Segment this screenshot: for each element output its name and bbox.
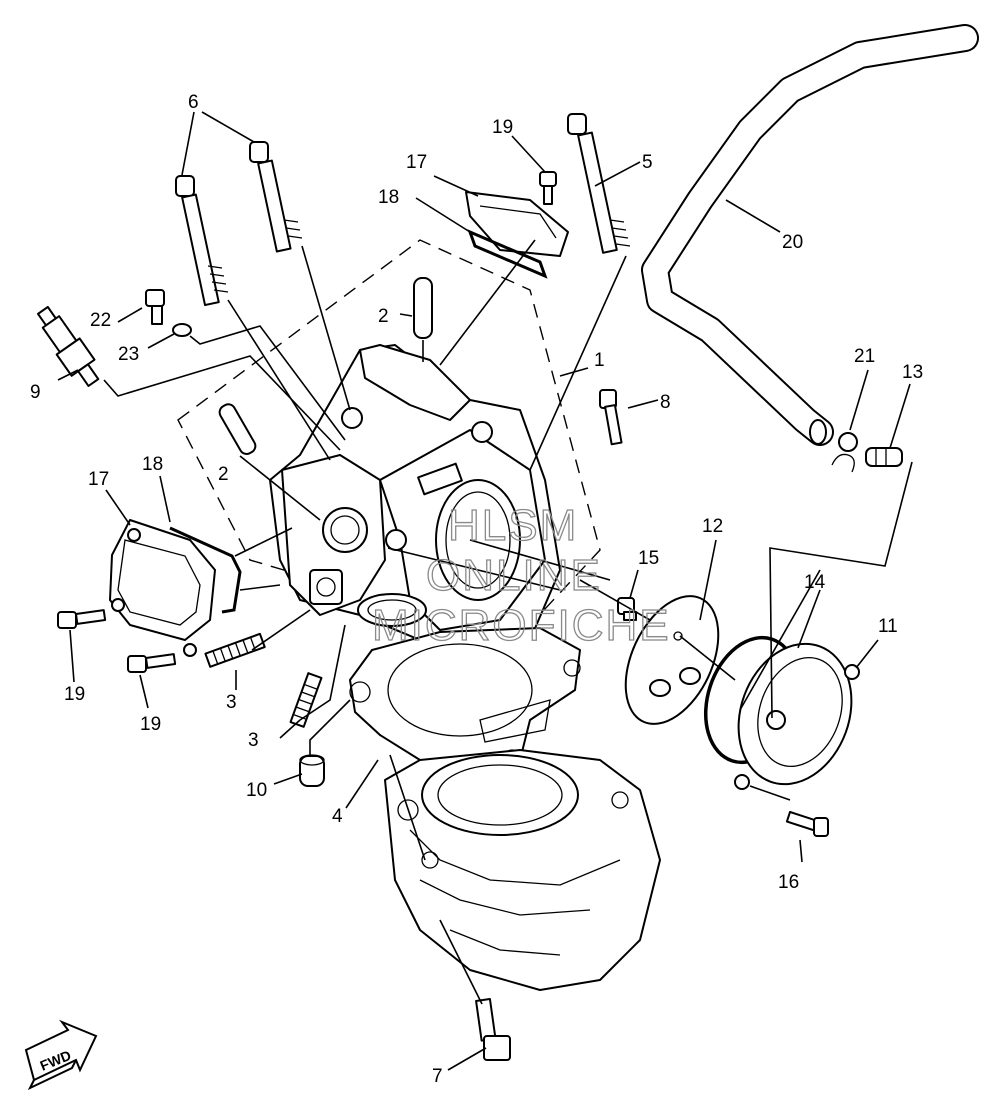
callout-7: 7 [432,1066,443,1087]
valve-guide[interactable] [217,402,258,457]
cylinder-base-bolt[interactable] [475,998,511,1061]
o-ring-top[interactable] [467,229,548,279]
callout-2-top: 2 [378,306,389,327]
callout-19-left-2: 19 [140,714,161,735]
callout-3-bottom: 3 [248,730,259,751]
callout-9: 9 [30,382,41,403]
stud-bolt[interactable] [289,672,323,728]
fwd-direction-badge: FWD [24,1019,98,1091]
breather-hose[interactable] [641,24,979,446]
spark-plug[interactable] [31,302,104,390]
watermark-line-1: HLSM [448,501,578,550]
callout-3-left: 3 [226,692,237,713]
callout-18-top: 18 [378,187,399,208]
callout-18-left: 18 [142,454,163,475]
small-bolt[interactable] [145,289,165,325]
callout-11: 11 [878,616,898,637]
callout-21: 21 [854,346,875,367]
washer[interactable] [172,323,192,337]
callout-22: 22 [90,310,111,331]
breather-cover[interactable] [720,628,871,800]
tappet-cover-side[interactable] [109,519,216,657]
callout-4: 4 [332,806,343,827]
o-ring-side[interactable] [169,526,242,614]
callout-10: 10 [246,780,267,801]
callout-8: 8 [660,392,671,413]
valve-guide[interactable] [413,277,433,339]
stud-bolt[interactable] [204,632,266,668]
callout-5: 5 [642,152,653,173]
dowel-pin[interactable] [299,754,325,787]
callout-13: 13 [902,362,923,383]
watermark: HLSM ONLINE MICROFICHE [371,500,671,650]
reed-valve-plate[interactable] [607,581,737,738]
callout-17-left: 17 [88,469,109,490]
cylinder-head[interactable] [269,344,561,651]
callout-19-top: 19 [492,117,513,138]
bolt-breather-cover[interactable] [785,810,829,837]
callout-15: 15 [638,548,659,569]
callout-19-left-1: 19 [64,684,85,705]
bolt-tappet-side[interactable] [127,653,177,673]
socket-bolt[interactable] [599,389,623,446]
callout-14: 14 [804,572,826,593]
callout-20: 20 [782,232,803,253]
hose-fitting[interactable] [865,447,903,467]
watermark-line-3: MICROFICHE [372,601,671,650]
callout-labels: 6 19 17 18 5 20 2 22 23 1 21 13 9 8 2 17… [30,92,923,1087]
callout-1: 1 [594,350,605,371]
bolt-tappet-side[interactable] [57,609,107,629]
callout-23: 23 [118,344,139,365]
callout-12: 12 [702,516,723,537]
watermark-line-2: ONLINE [426,551,602,600]
leader-lines [57,111,913,1071]
hose-clamp[interactable] [831,432,858,473]
callout-16: 16 [778,872,799,893]
cylinder-head-bolt[interactable] [175,175,229,307]
cylinder-block[interactable] [384,749,661,991]
callout-2-left: 2 [218,464,229,485]
callout-17-top: 17 [406,152,427,173]
cylinder-head-bolt-long[interactable] [567,113,631,254]
callout-6: 6 [188,92,199,113]
cylinder-head-bolt[interactable] [249,141,303,253]
bolt-tappet-top[interactable] [539,171,557,205]
